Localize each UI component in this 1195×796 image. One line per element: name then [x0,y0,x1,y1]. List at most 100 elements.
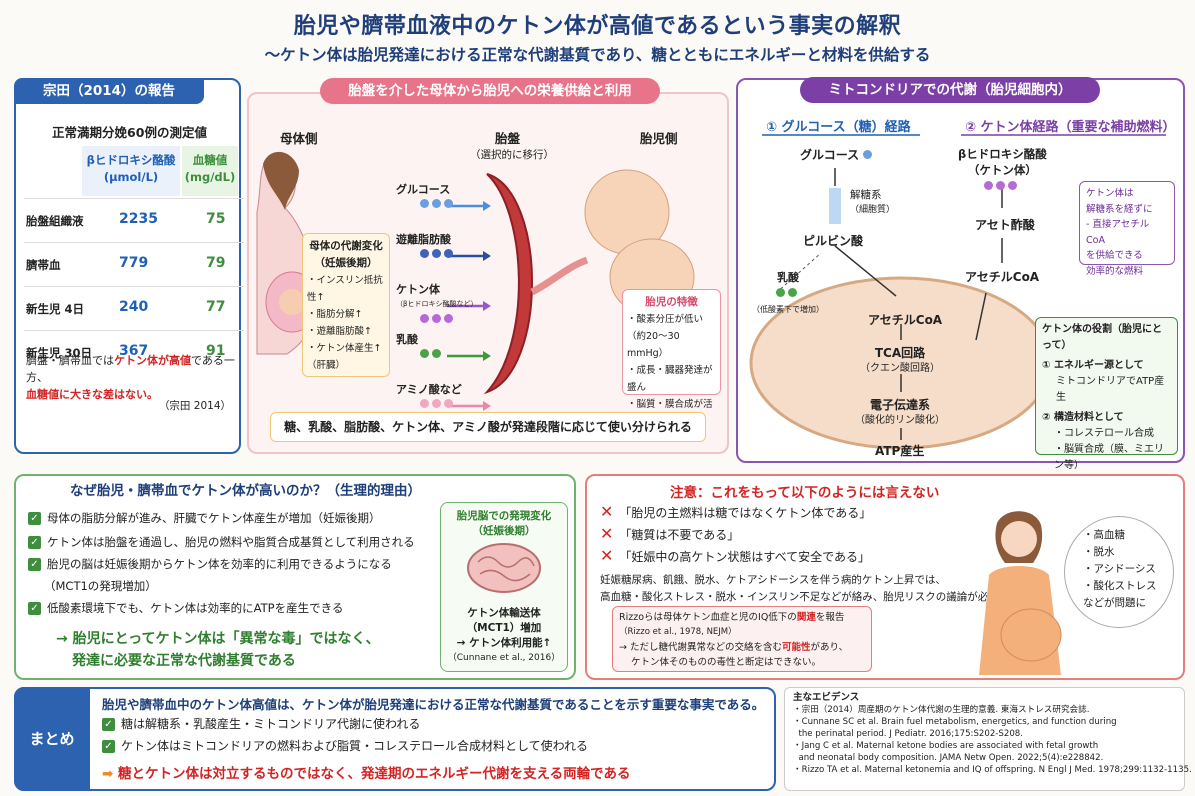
maternal-sub: （妊娠後期） [314,257,378,269]
caution-item-text: 「胎児の主燃料は糖ではなくケトン体である」 [619,506,872,520]
placenta-label: 胎盤 [495,131,521,146]
etc-label: 電子伝達系（酸化的リン酸化） [850,398,950,428]
tca-sub: （クエン酸回路） [860,363,940,374]
etc-sub: （酸化的リン酸化） [855,415,945,426]
lactate-dots [752,286,824,302]
report-note: 臍盤・臍帯血ではケトン体が高値である一方、 血糖値に大きな差はない。 [26,352,236,403]
pyruvate-label: ピルビン酸 [803,234,864,248]
acetylcoa-label: アセチルCoA [965,270,1040,284]
caution-item: ✕「妊娠中の高ケトン状態はすべて安全である」 [600,546,870,565]
nutrient-dot [432,314,441,323]
problem-bubble: ・高血糖・脱水・アシドーシス・酸化ストレスなどが問題に [1064,516,1174,628]
ketone-role-box: ケトン体の役割（胎児にとって） ① エネルギー源として ミトコンドリアでATP産… [1035,317,1178,487]
bubble-line: などが問題に [1083,597,1146,609]
summary-final: ➡ 糖とケトン体は対立するものではなく、発達期のエネルギー代謝を支える両輪である [102,762,630,782]
fetal-item: ・成長・臓器発達が盛ん [627,365,713,393]
brain-cite: （Cunnane et al., 2016） [447,653,561,663]
evidence-title: 主なエビデンス [793,692,860,703]
brain-sub: （妊娠後期） [472,525,536,537]
ketone-sub: （βヒドロキシ酪酸など） [396,300,478,308]
report-header: 宗田（2014）の報告 [14,78,204,104]
evidence-line: ・宗田（2014）周産期のケトン体代謝の生理的意義. 東海ストレス研究会誌. [793,705,1090,715]
rizzo-text-1: Rizzoらは母体ケトン血症と児のIQ低下の [619,612,797,623]
reasons-conclusion: → 胎児にとってケトン体は「異常な毒」ではなく、 発達に必要な正常な代謝基質であ… [56,628,379,672]
bubble-line: ・高血糖 [1083,529,1125,541]
nutrient-dot [420,399,429,408]
note-red-2: 血糖値に大きな差はない。 [26,388,158,401]
nutrient-item: 乳酸 [396,332,444,362]
row-glucose: 91 [206,343,226,359]
bhb-label: βヒドロキシ酪酸 （ケトン体） [958,146,1047,194]
nutrient-dot [432,349,441,358]
bhb-sub: （ケトン体） [967,163,1037,177]
rizzo-line-1: Rizzoらは母体ケトン血症と児のIQ低下の関連を報告 [619,610,865,625]
rizzo-red-2: 可能性 [781,642,811,653]
summary-final-text: 糖とケトン体は対立するものではなく、発達期のエネルギー代謝を支える両輪である [118,766,631,782]
caution-item-text: 「妊娠中の高ケトン状態はすべて安全である」 [619,550,870,564]
caution-text: 妊娠糖尿病、飢餓、脱水、ケトアシドーシスを伴う病的ケトン上昇では、 高血糖・酸化… [600,572,1009,606]
bubble-line: ・酸化ストレス [1083,580,1157,592]
nutrient-dot [420,349,429,358]
role2-item: ・脳質合成（膜、ミエリン等） [1054,444,1164,471]
nutrient-label: 遊離脂肪酸 [396,233,451,246]
brain-title: 胎児脳での発現変化 [456,510,552,522]
row-ketone: 2235 [119,211,158,227]
nutrient-dot [444,314,453,323]
lactate-arrow [775,252,822,294]
summary-check-2-text: ケトン体はミトコンドリアの燃料および脂質・コレステロール合成材料として使われる [121,739,589,753]
reason-item: ✓ 低酸素環境下でも、ケトン体は効率的にATPを産生できる [28,600,343,616]
reason-item: ✓ケトン体は胎盤を通過し、胎児の燃料や脂質合成基質として利用される [28,534,415,550]
evidence-line: ・Cunnane SC et al. Brain fuel metabolism… [793,717,1117,727]
bhb-dots [958,178,1047,194]
role1: ① エネルギー源として [1042,360,1144,371]
fetal-item: ・酸素分圧が低い [627,314,704,325]
placenta-sub: （選択的に移行） [470,149,554,161]
nutrient-item: アミノ酸など [396,382,462,412]
bhb-text: βヒドロキシ酪酸 [958,147,1047,161]
check-icon: ✓ [102,718,115,731]
conclusion-line-2: 発達に必要な正常な代謝基質である [72,653,296,669]
note-red-1: ケトン体が高値 [114,354,191,367]
note-text-2: である一方、 [26,354,235,384]
cross-icon: ✕ [600,502,614,521]
col-ketone-unit: (μmol/L) [103,170,159,184]
evidence-line: ・Rizzo TA et al. Maternal ketonemia and … [793,765,1192,775]
evidence-line: ・Jang C et al. Maternal ketone bodies ar… [793,741,1099,751]
arrow-right-icon: ➡ [102,766,119,782]
callout-line: ケトン体は [1086,188,1134,199]
embryo-icon [279,289,305,315]
table-row: 新生児 30日 367 91 [24,330,244,374]
row-ketone: 779 [119,255,149,271]
path1-title: ① グルコース（糖）経路 [766,120,911,135]
fetal-box: 胎児の特徴 ・酸素分圧が低い（約20〜30 mmHg）・成長・臓器発達が盛ん・脳… [622,289,721,427]
check-icon: ✓ [28,536,41,549]
bubble-line: ・アシドーシス [1083,563,1156,575]
summary-line-1: 胎児や臍帯血中のケトン体高値は、ケトン体が胎児発達における正常な代謝基質であるこ… [102,697,765,712]
rizzo-text-3: ケトン体そのものの毒性と断定はできない。 [631,657,822,668]
table-header-bg-2 [182,146,238,196]
check-icon: ✓ [28,512,41,525]
reason-text: 低酸素環境下でも、ケトン体は効率的にATPを産生できる [47,601,344,615]
col-glucose-unit: (mg/dL) [184,170,236,184]
row-ketone: 367 [119,343,149,359]
rizzo-text-2: → ただし糖代謝異常などの交絡を含む [619,642,782,653]
caution-text-1: 妊娠糖尿病、飢餓、脱水、ケトアシドーシスを伴う病的ケトン上昇では、 [600,574,946,586]
arrow-head-icon [483,301,491,311]
reason-item: ✓胎児の脳は妊娠後期からケトン体を効率的に利用できるようになる [28,556,392,572]
row-label: 胎盤組織液 [26,214,84,228]
lactate-text: 乳酸 [777,271,799,284]
summary-check-1: ✓糖は解糖系・乳酸産生・ミトコンドリア代謝に使われる [102,716,420,732]
table-row: 新生児 4日 240 77 [24,286,244,330]
maternal-item: ・ケトン体産生↑ [307,343,382,354]
arrow-head-icon [483,201,491,211]
check-icon: ✓ [28,602,41,615]
row-glucose: 79 [206,255,226,271]
caution-header: 注意：これをもって以下のようには言えない [670,485,940,501]
nutrient-dot [444,399,453,408]
reason-text: 母体の脂肪分解が進み、肝臓でケトン体産生が増加（妊娠後期） [47,511,381,525]
nutrient-item: 遊離脂肪酸 [396,232,456,262]
evidence-line: and neonatal body composition. JAMA Netw… [793,753,1104,763]
row-label: 臍帯血 [26,258,61,272]
brain-line-2: （MCT1）増加 [466,622,542,634]
nutrient-dot [420,314,429,323]
